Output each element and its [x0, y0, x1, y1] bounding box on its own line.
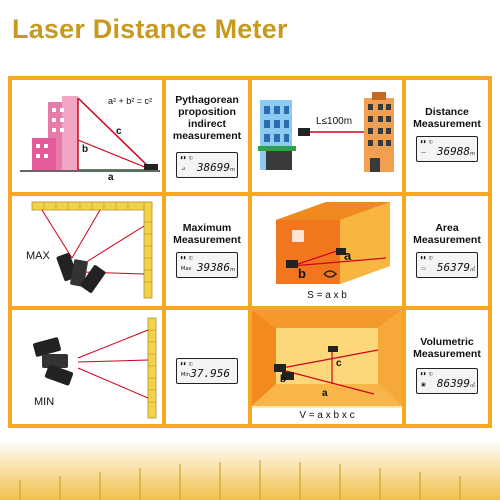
distance-label: Distance Measurement	[406, 106, 488, 130]
display-unit: m	[230, 167, 235, 173]
area-diagram	[276, 202, 390, 284]
display-unit: ㎥	[469, 383, 475, 389]
label-line: Measurement	[413, 118, 481, 130]
label-line: Measurement	[413, 348, 481, 360]
minimum-display: ▮▮ ◫ Min 37.956	[176, 358, 238, 384]
maximum-illustration: MAX	[12, 196, 162, 306]
battery-icon: ▮▮ ◫	[420, 139, 433, 145]
feature-grid: a² + b² = c² b c a Pythagorean propositi…	[8, 76, 492, 428]
pythagorean-illustration: a² + b² = c² b c a	[12, 80, 162, 192]
maximum-info: Maximum Measurement ▮▮ ◫ Max 39386 m	[166, 196, 248, 306]
distance-range: L≤100m	[316, 116, 353, 127]
volume-illustration: c b a V = a x b x c	[252, 310, 402, 424]
display-prefix: ▣	[421, 382, 426, 388]
display-prefix: —	[421, 150, 426, 156]
minimum-illustration: MIN	[12, 310, 162, 424]
display-prefix: Min	[181, 372, 190, 378]
display-unit: ㎡	[469, 267, 475, 273]
display-prefix: ▭	[421, 266, 426, 272]
display-value: 36988	[436, 145, 470, 158]
label-line: measurement	[172, 130, 242, 142]
display-value: 39386	[196, 261, 230, 274]
side-b-label: b	[82, 144, 89, 155]
pythagorean-info: Pythagorean proposition indirect measure…	[166, 80, 248, 192]
maximum-display: ▮▮ ◫ Max 39386 m	[176, 252, 238, 278]
battery-icon: ▮▮ ◫	[420, 255, 433, 261]
display-prefix: ⊿	[181, 166, 186, 172]
area-side-b: b	[298, 266, 306, 281]
tape-measure-floor	[0, 440, 500, 500]
pythagorean-diagram	[20, 96, 160, 172]
volume-side-a: a	[322, 388, 328, 399]
pythagorean-formula: a² + b² = c²	[108, 96, 153, 106]
display-unit: m	[470, 151, 475, 157]
label-line: Area	[435, 222, 459, 234]
volume-formula: V = a x b x c	[252, 408, 402, 424]
label-line: proposition	[178, 106, 236, 118]
label-line: indirect	[188, 118, 226, 130]
maximum-diagram	[31, 201, 153, 299]
volume-display: ▮▮ ◫ ▣ 86399 ㎥	[416, 368, 478, 394]
area-side-a: a	[344, 248, 352, 263]
display-unit: m	[230, 267, 235, 273]
pythagorean-display: ▮▮ ◫ ⊿ 38699 m	[176, 152, 238, 178]
area-label: Area Measurement	[406, 222, 488, 246]
battery-icon: ▮▮ ◫	[180, 255, 193, 261]
label-line: Measurement	[173, 234, 241, 246]
maximum-label: Maximum Measurement	[166, 222, 248, 246]
display-prefix: Max	[181, 266, 192, 272]
max-label: MAX	[26, 250, 50, 262]
min-label: MIN	[34, 396, 55, 408]
display-value: 38699	[196, 161, 230, 174]
distance-illustration: L≤100m	[252, 80, 402, 192]
display-value: 56379	[436, 261, 470, 274]
area-formula: S = a x b	[307, 290, 347, 301]
battery-icon: ▮▮ ◫	[180, 155, 193, 161]
battery-icon: ▮▮ ◫	[420, 371, 433, 377]
area-display: ▮▮ ◫ ▭ 56379 ㎡	[416, 252, 478, 278]
minimum-diagram	[33, 317, 157, 419]
volume-side-b: b	[280, 374, 287, 385]
page-title: Laser Distance Meter	[12, 14, 288, 44]
label-line: Pythagorean	[175, 94, 239, 106]
area-illustration: a b S = a x b	[252, 196, 402, 306]
side-c-label: c	[116, 126, 122, 137]
volume-label: Volumetric Measurement	[406, 336, 488, 360]
label-line: Maximum	[182, 222, 232, 234]
volume-info: Volumetric Measurement ▮▮ ◫ ▣ 86399 ㎥	[406, 310, 488, 424]
distance-display: ▮▮ ◫ — 36988 m	[416, 136, 478, 162]
label-line: Distance	[425, 106, 469, 118]
minimum-info: ▮▮ ◫ Min 37.956	[166, 310, 248, 424]
display-value: 37.956	[190, 367, 230, 380]
side-a-label: a	[108, 172, 114, 183]
volume-side-c: c	[336, 358, 342, 369]
distance-diagram	[258, 92, 394, 172]
distance-info: Distance Measurement ▮▮ ◫ — 36988 m	[406, 80, 488, 192]
volume-diagram	[252, 310, 402, 424]
label-line: Volumetric	[420, 336, 474, 348]
battery-icon: ▮▮ ◫	[180, 361, 193, 367]
display-value: 86399	[436, 377, 470, 390]
area-info: Area Measurement ▮▮ ◫ ▭ 56379 ㎡	[406, 196, 488, 306]
label-line: Measurement	[413, 234, 481, 246]
pythagorean-label: Pythagorean proposition indirect measure…	[166, 94, 248, 142]
